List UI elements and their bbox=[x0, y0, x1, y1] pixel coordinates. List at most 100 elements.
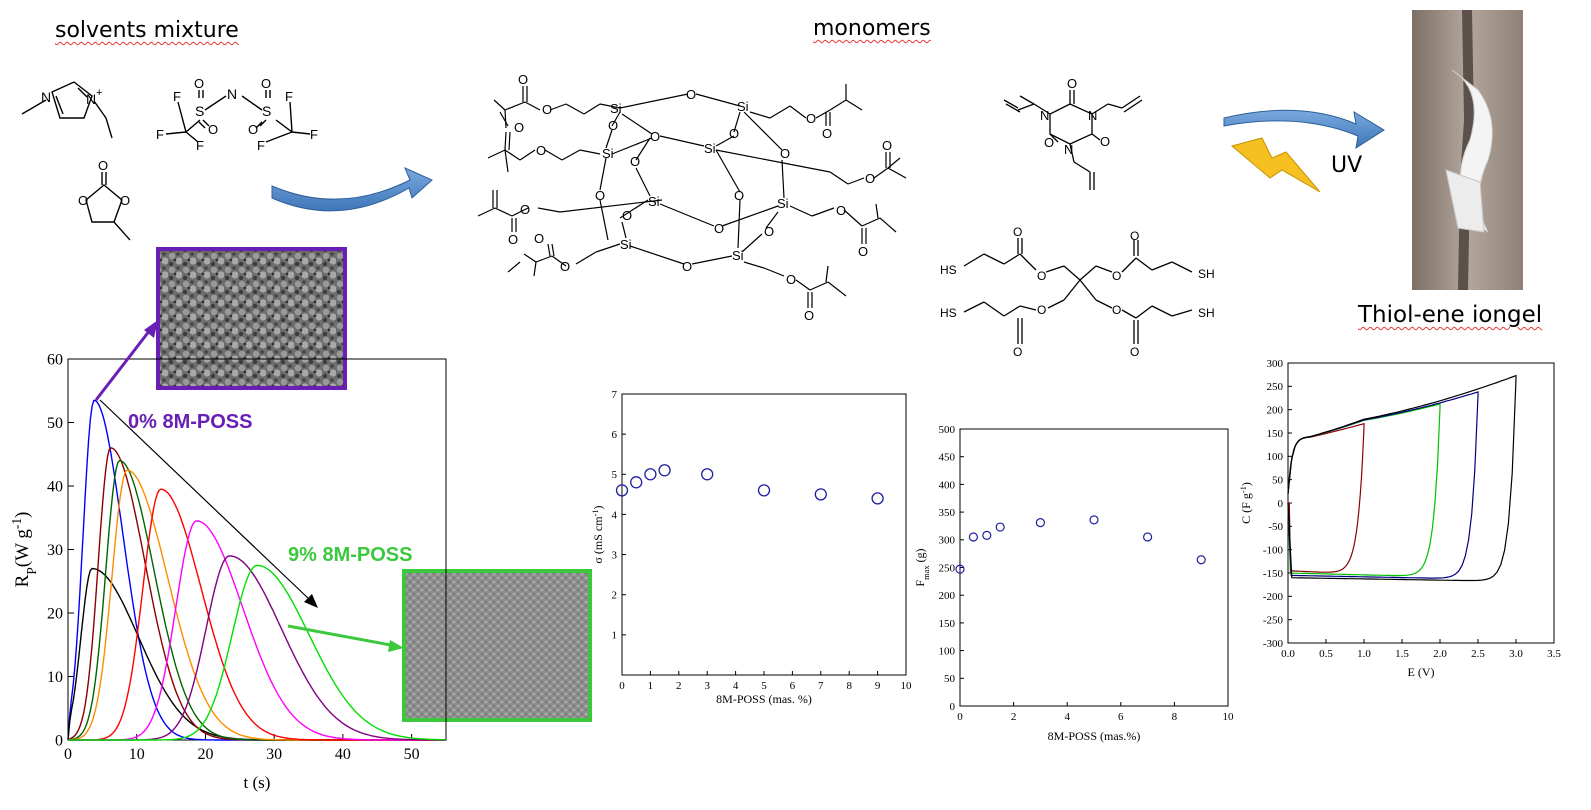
thiol-sh-1: SH bbox=[1198, 267, 1215, 281]
x-tick-label: 50 bbox=[404, 746, 420, 763]
x-axis-label: t (s) bbox=[244, 773, 271, 792]
y-tick-label: 0 bbox=[1278, 498, 1284, 510]
y-tick-label: 300 bbox=[1267, 358, 1284, 370]
y-axis-label: Fmax (g) bbox=[913, 548, 931, 586]
taic-n-3: N bbox=[1064, 142, 1073, 157]
fmax-point bbox=[995, 522, 1005, 532]
poss-ester-o-4: O bbox=[822, 126, 832, 141]
taic-o-2: O bbox=[1044, 135, 1054, 150]
x-tick-label: 20 bbox=[197, 746, 213, 763]
heading-monomers: monomers bbox=[813, 16, 931, 41]
x-tick-label: 0 bbox=[619, 680, 625, 692]
poss-ester-o-1: O bbox=[542, 102, 552, 117]
y-tick-label: 2 bbox=[612, 590, 618, 602]
sem-image-0pct bbox=[156, 247, 347, 390]
poss-o-4: O bbox=[729, 126, 739, 141]
y-tick-label: 10 bbox=[47, 669, 63, 686]
tfsi-s-left: S bbox=[195, 103, 204, 119]
thiol-hs-2: HS bbox=[940, 306, 957, 320]
sigma-point bbox=[658, 464, 671, 477]
x-tick-label: 10 bbox=[1223, 711, 1235, 723]
y-tick-label: 200 bbox=[1267, 405, 1284, 417]
x-tick-label: 2.5 bbox=[1471, 648, 1485, 660]
fmax-point bbox=[1035, 518, 1046, 528]
x-tick-label: 10 bbox=[901, 680, 913, 692]
poss-ester-o-11: O bbox=[836, 203, 846, 218]
y-tick-label: 50 bbox=[47, 415, 63, 432]
y-tick-label: 20 bbox=[47, 606, 63, 623]
x-tick-label: 2 bbox=[1011, 711, 1017, 723]
y-tick-label: 500 bbox=[939, 424, 956, 436]
y-tick-label: 350 bbox=[939, 507, 956, 519]
iongel-photo bbox=[1412, 10, 1523, 290]
poss-o-6: O bbox=[630, 154, 640, 169]
poss-o-2: O bbox=[608, 118, 618, 133]
poss-ester-o-13: O bbox=[560, 259, 570, 274]
x-tick-label: 0 bbox=[64, 746, 72, 763]
poss-ester-o-7: O bbox=[865, 171, 875, 186]
thiol-o-5: O bbox=[1037, 303, 1046, 317]
y-tick-label: 6 bbox=[612, 429, 618, 441]
fmax-point bbox=[955, 564, 965, 574]
pc-o-ring-left: O bbox=[78, 193, 88, 208]
plot-frame bbox=[621, 393, 907, 676]
y-tick-label: 4 bbox=[612, 509, 618, 521]
y-tick-label: 5 bbox=[612, 469, 618, 481]
thiol-o-7: O bbox=[1013, 345, 1022, 359]
x-tick-label: 8 bbox=[1172, 711, 1178, 723]
poss-ester-o-12: O bbox=[858, 244, 868, 259]
rp-series-line-1 bbox=[67, 567, 446, 741]
tfsi-o-2: O bbox=[208, 122, 218, 137]
cv-series-line-2 bbox=[1287, 391, 1479, 579]
y-tick-label: 3 bbox=[612, 549, 618, 561]
y-tick-label: 7 bbox=[612, 389, 618, 401]
thiol-o-3: O bbox=[1112, 269, 1121, 283]
sigma-point bbox=[630, 476, 643, 489]
x-tick-label: 1 bbox=[648, 680, 654, 692]
pc-o-ring-right: O bbox=[120, 193, 130, 208]
y-tick-label: 150 bbox=[1267, 428, 1284, 440]
process-arrow-1 bbox=[271, 167, 433, 212]
x-tick-label: 3 bbox=[704, 680, 710, 692]
fmax-point bbox=[968, 532, 979, 542]
y-tick-label: 1 bbox=[612, 630, 618, 642]
poss-si-5: Si bbox=[648, 194, 660, 209]
tfsi-o-3: O bbox=[261, 76, 271, 91]
x-tick-label: 40 bbox=[335, 746, 351, 763]
sigma-point bbox=[701, 468, 714, 481]
x-tick-label: 0.0 bbox=[1281, 648, 1295, 660]
taic-n-2: N bbox=[1088, 108, 1097, 123]
x-tick-label: 30 bbox=[266, 746, 282, 763]
tfsi-f-3: F bbox=[196, 138, 204, 153]
y-tick-label: -100 bbox=[1263, 545, 1284, 557]
y-tick-label: 50 bbox=[1272, 475, 1284, 487]
x-tick-label: 4 bbox=[733, 680, 739, 692]
poss-ester-o-6: O bbox=[514, 120, 524, 135]
sigma-point bbox=[757, 484, 771, 497]
x-tick-label: 3.0 bbox=[1509, 648, 1523, 660]
x-tick-label: 1.0 bbox=[1357, 648, 1371, 660]
emim-cation-structure bbox=[21, 81, 113, 139]
tfsi-f-2: F bbox=[156, 127, 164, 142]
y-tick-label: 100 bbox=[1267, 451, 1284, 463]
thiol-sh-2: SH bbox=[1198, 306, 1215, 320]
sigma-point bbox=[615, 484, 629, 497]
poss-ester-o-8: O bbox=[882, 138, 892, 153]
y-tick-label: -250 bbox=[1263, 615, 1284, 627]
x-tick-label: 5 bbox=[761, 680, 767, 692]
thiol-o-8: O bbox=[1130, 345, 1139, 359]
y-tick-label: 60 bbox=[47, 352, 63, 369]
poss-si-8: Si bbox=[732, 248, 744, 263]
y-tick-label: 250 bbox=[1267, 381, 1284, 393]
poss-o-9: O bbox=[622, 208, 632, 223]
poss-o-1: O bbox=[686, 87, 696, 102]
tfsi-o-4: O bbox=[248, 122, 258, 137]
y-tick-label: -50 bbox=[1268, 521, 1283, 533]
poss-ester-o-14: O bbox=[534, 231, 544, 246]
process-arrow-2 bbox=[1223, 109, 1385, 150]
poss-si-3: Si bbox=[602, 146, 614, 161]
y-tick-label: 300 bbox=[939, 535, 956, 547]
uv-label: UV bbox=[1331, 153, 1362, 178]
fmax-point bbox=[1089, 515, 1099, 525]
